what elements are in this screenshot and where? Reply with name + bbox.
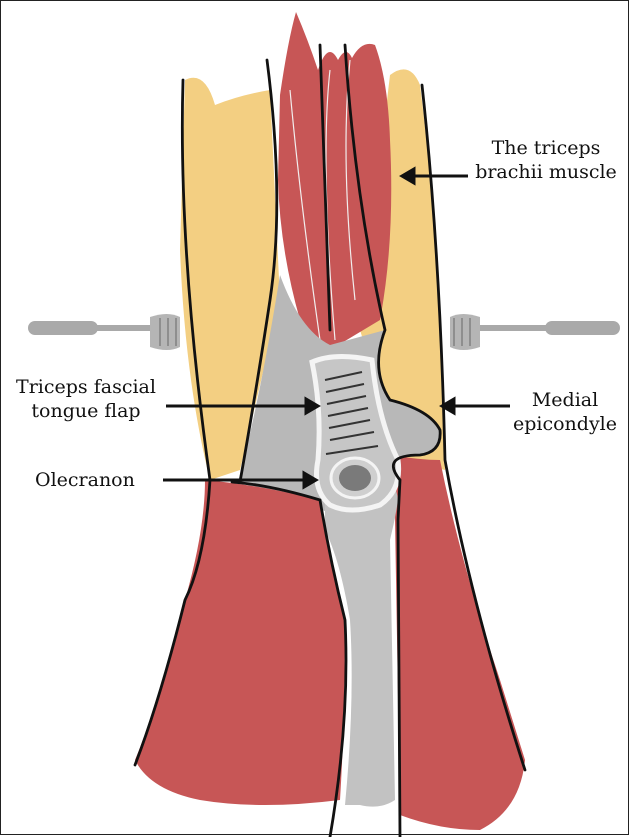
forearm-muscle-right xyxy=(390,455,525,830)
triceps-muscle xyxy=(278,12,391,350)
label-fascial-flap: Triceps fascial tongue flap xyxy=(2,375,170,423)
left-retractor xyxy=(28,314,180,350)
right-retractor xyxy=(450,314,620,350)
forearm-muscle-left xyxy=(135,480,345,805)
label-triceps-muscle: The triceps brachii muscle xyxy=(466,136,626,184)
label-olecranon: Olecranon xyxy=(35,468,135,492)
label-medial-epicondyle: Medial epicondyle xyxy=(506,388,624,436)
